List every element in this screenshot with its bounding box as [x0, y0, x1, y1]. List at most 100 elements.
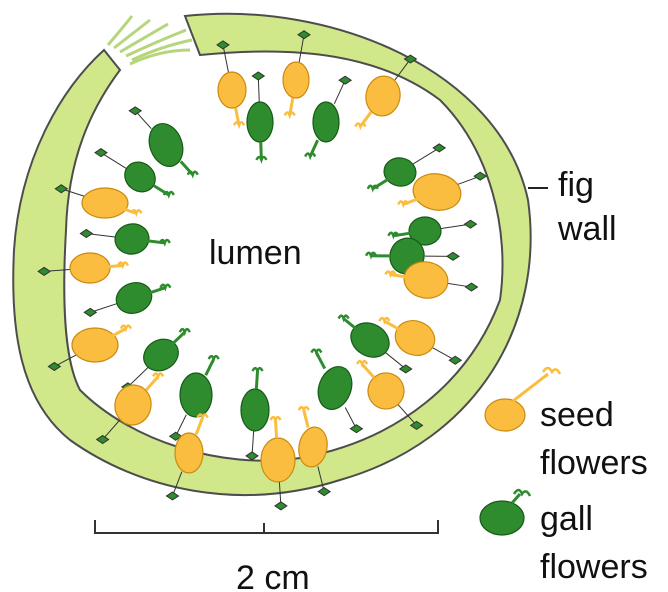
flower-stigma	[304, 152, 317, 161]
attachment-node	[94, 148, 108, 158]
attachment-node	[432, 143, 447, 153]
lumen-label: lumen	[209, 234, 302, 272]
gall-flower	[246, 101, 274, 143]
seed-flower	[298, 426, 328, 468]
flower-attachment-line	[411, 147, 440, 166]
flower-style	[104, 264, 124, 269]
ostiole-scales	[106, 15, 193, 66]
seed-flowers-label: flowers	[540, 444, 648, 482]
seed-flower	[282, 61, 310, 99]
flower-style	[194, 416, 205, 435]
flower-attachment-line	[100, 152, 127, 169]
ostiole-scale	[131, 38, 193, 62]
fig-label: fig	[558, 166, 594, 204]
seed-flower-ovary	[71, 327, 119, 363]
attachment-node	[317, 487, 332, 497]
gall-flower-ovary	[179, 372, 213, 418]
flower-style	[390, 272, 409, 279]
flower-attachment-line	[172, 471, 183, 497]
seed-flower	[71, 327, 119, 363]
flower-stigma	[158, 238, 171, 247]
gall-flower-ovary	[383, 157, 417, 187]
attachment-node	[95, 434, 110, 445]
flower-stigma	[196, 413, 209, 422]
flower-style	[393, 231, 412, 238]
legend-gall-flower-icon	[479, 488, 532, 536]
flower-style	[204, 358, 216, 376]
flower-stigma	[384, 270, 397, 279]
legend-gall-stigma	[512, 488, 532, 497]
flower-attachment-line	[134, 110, 152, 129]
attachment-node	[464, 282, 479, 292]
seed-flower-ovary	[260, 437, 296, 483]
flower-style	[371, 178, 389, 191]
seed-flower-ovary	[217, 71, 247, 109]
gall-flower	[143, 338, 179, 372]
seed-flower	[412, 173, 462, 211]
gall-flower-ovary	[317, 366, 353, 410]
gall-flower	[317, 366, 353, 410]
flower-attachment-line	[54, 352, 81, 367]
seed-label: seed	[540, 396, 614, 434]
seed-flower-ovary	[298, 426, 328, 468]
flower-stigma	[310, 348, 323, 357]
flower-stigma	[251, 366, 264, 376]
gall-label: gall	[540, 500, 593, 538]
gall-flower-ovary	[114, 223, 150, 255]
flower-attachment-line	[397, 404, 417, 426]
gall-flower	[312, 101, 340, 143]
flower-stigma	[130, 209, 143, 218]
seed-flower-ovary	[69, 252, 111, 284]
attachment-node	[47, 361, 62, 372]
attachment-node	[338, 75, 353, 85]
ostiole-scale	[125, 28, 187, 58]
flower-stigma	[255, 155, 268, 164]
legend-gall-ovary	[479, 500, 525, 536]
flower-attachment-line	[344, 407, 357, 429]
gall-flower	[148, 123, 184, 167]
gall-flower-ovary	[148, 123, 184, 167]
gall-flower	[383, 157, 417, 187]
attachment-node	[54, 184, 69, 194]
inner-flowers	[69, 61, 462, 483]
flower-attachment-line	[317, 466, 325, 492]
flower-stigma	[116, 261, 130, 270]
flower-stigma	[186, 170, 199, 179]
flower-style	[402, 196, 421, 206]
ostiole-scale	[129, 48, 191, 66]
flower-stigma	[162, 190, 175, 199]
flower-attachment-line	[394, 58, 411, 81]
attachment-node	[251, 71, 266, 81]
gall-flower-ovary	[312, 101, 340, 143]
seed-flower-ovary	[367, 372, 405, 410]
flower-stigma	[364, 251, 378, 260]
seed-flower	[174, 432, 204, 474]
flower-stigma	[207, 354, 220, 364]
attachment-node	[37, 266, 52, 277]
flower-stigma	[397, 200, 410, 209]
seed-flower	[81, 187, 129, 219]
flower-style	[152, 184, 170, 197]
attachment-node	[463, 219, 478, 229]
seed-flower-ovary	[394, 320, 436, 356]
fig-wall-ring	[12, 12, 532, 496]
flower-style	[383, 319, 401, 332]
gall-flower-ovary	[124, 161, 156, 193]
flower-attachment-line	[127, 365, 151, 388]
seed-flower	[114, 384, 152, 426]
gall-flower	[240, 388, 270, 432]
attachment-node	[245, 451, 259, 461]
attachment-node	[79, 228, 94, 239]
flower-stigma	[366, 184, 379, 193]
seed-flower-ovary	[174, 432, 204, 474]
flower-style	[342, 317, 359, 332]
seed-flower-ovary	[81, 187, 129, 219]
flower-attachment-line	[429, 345, 456, 361]
flower-style	[170, 331, 186, 346]
gall-flower	[115, 282, 153, 314]
attachment-node	[165, 491, 180, 501]
attachment-node	[128, 106, 143, 116]
gall-flower	[350, 322, 390, 358]
flower-attachment-line	[222, 44, 229, 73]
scale-bar-label: 2 cm	[236, 559, 310, 592]
